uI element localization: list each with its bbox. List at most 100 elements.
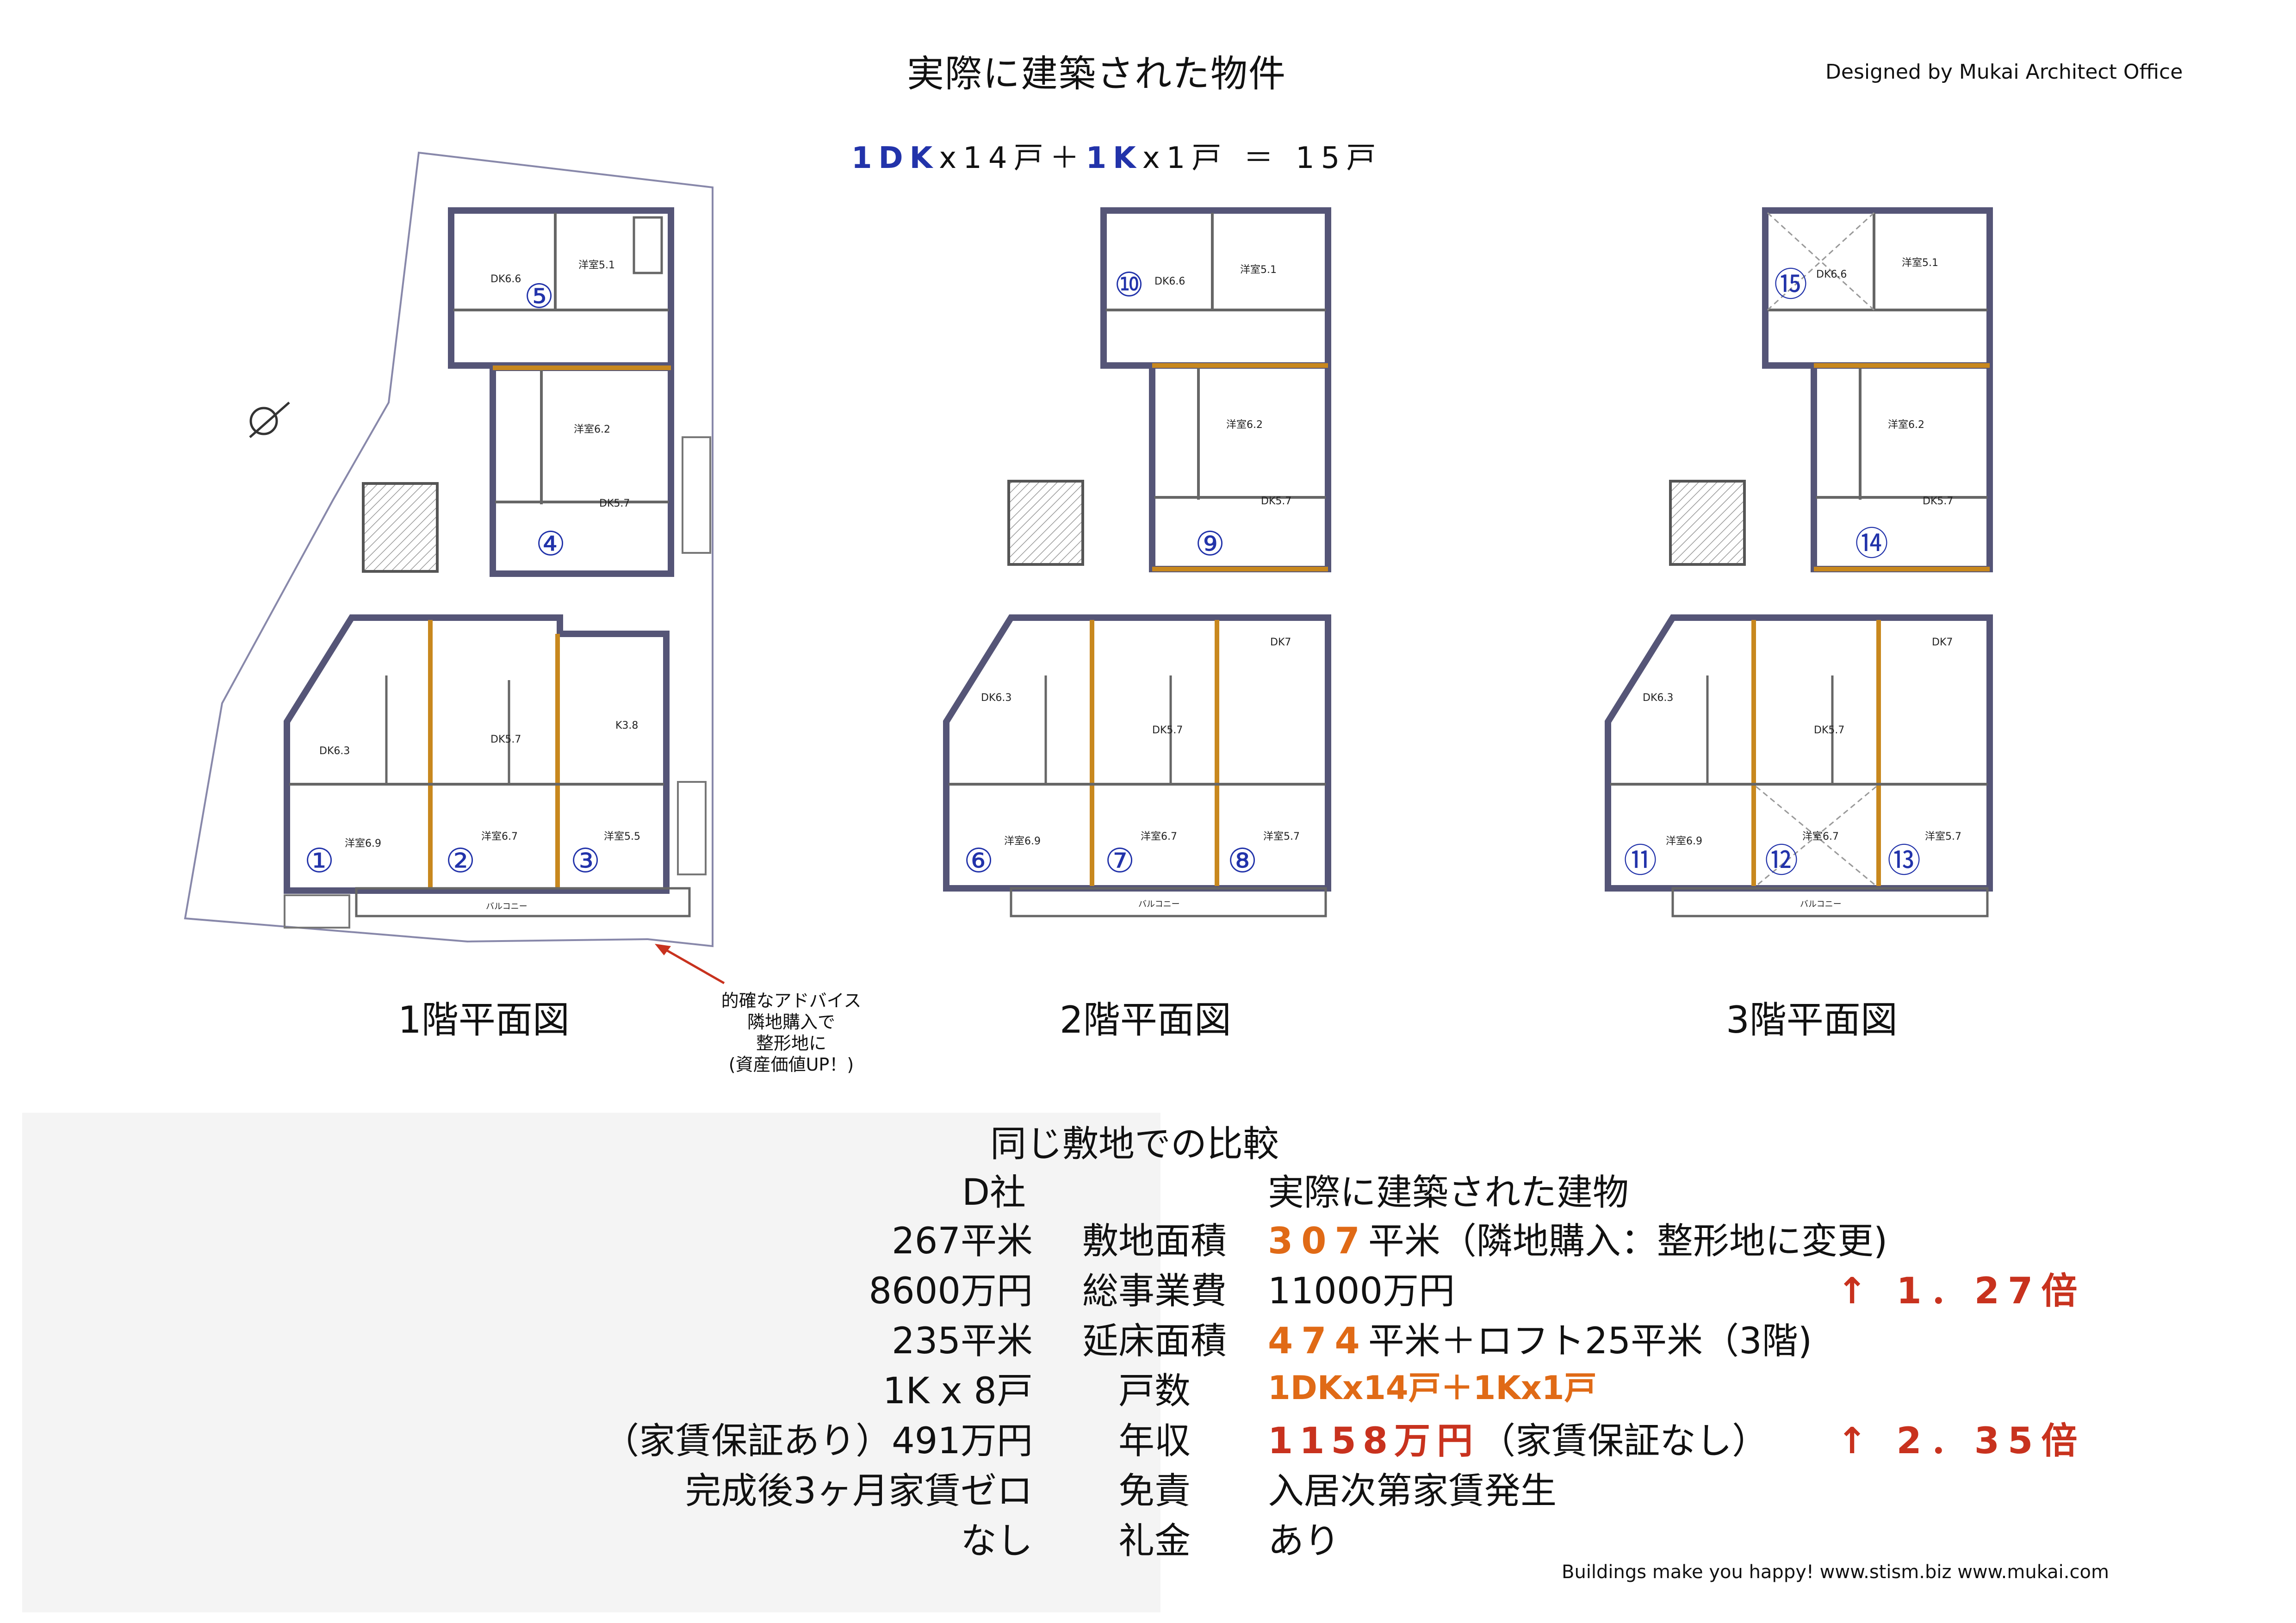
room-label: 洋室5.7 bbox=[1263, 831, 1300, 842]
room-label: DK7 bbox=[1270, 637, 1291, 648]
floor2-label: 2階平面図 bbox=[1060, 998, 1231, 1041]
unit-number: ⑤ bbox=[524, 277, 554, 316]
advice-line: 的確なアドバイス bbox=[721, 991, 862, 1011]
unit-5-walls bbox=[448, 207, 674, 369]
room-label: DK5.7 bbox=[1923, 496, 1953, 507]
floor3-label: 3階平面図 bbox=[1726, 998, 1898, 1041]
actual-value: 307平米（隣地購入：整形地に変更) bbox=[1268, 1212, 1887, 1264]
room-label: 洋室5.1 bbox=[1902, 257, 1938, 269]
room-label: DK5.7 bbox=[599, 498, 630, 509]
value-text: 平米＋ロフト25平米（3階) bbox=[1368, 1320, 1812, 1362]
unit-number: ⑨ bbox=[1195, 524, 1225, 563]
advice-note: 的確なアドバイス 隣地購入で 整形地に (資産価値UP！) bbox=[713, 990, 870, 1075]
comparison-row-exemption: 完成後3ヶ月家賃ゼロ 免責 入居次第家賃発生 bbox=[0, 1462, 2296, 1512]
unit-4-walls bbox=[490, 365, 674, 577]
actual-value: 1DKx14戸＋1Kx1戸 bbox=[1268, 1369, 1597, 1407]
comparison-row-income: （家賃保証あり）491万円 年収 1158万円（家賃保証なし） ↑ 2．35倍 bbox=[0, 1412, 2296, 1464]
ratio-increase: ↑ 2．35倍 bbox=[1837, 1420, 2086, 1462]
competitor-value: 完成後3ヶ月家賃ゼロ bbox=[685, 1470, 1033, 1512]
comparison-heading: 同じ敷地での比較 bbox=[990, 1123, 1279, 1165]
formula-1k: 1K bbox=[1086, 141, 1142, 175]
room-label: DK6.6 bbox=[1154, 276, 1185, 287]
designer-credit: Designed by Mukai Architect Office bbox=[1825, 60, 2183, 84]
actual-header: 実際に建築された建物 bbox=[1268, 1172, 1629, 1214]
formula-total: x1戸 ＝ 15戸 bbox=[1142, 141, 1383, 175]
ratio-increase: ↑ 1．27倍 bbox=[1837, 1270, 2086, 1312]
comparison-row-site-area: 267平米 敷地面積 307平米（隣地購入：整形地に変更) bbox=[0, 1212, 2296, 1264]
room-label: 洋室5.5 bbox=[604, 831, 640, 842]
room-label: DK6.3 bbox=[981, 692, 1011, 704]
compass-icon bbox=[249, 407, 278, 435]
unit-number: ⑫ bbox=[1765, 841, 1798, 880]
row-label: 年収 bbox=[1118, 1420, 1191, 1462]
room-label: DK6.6 bbox=[490, 273, 521, 285]
footer-links: Buildings make you happy! www.stism.biz … bbox=[1562, 1561, 2109, 1583]
floor1-label: 1階平面図 bbox=[398, 998, 570, 1041]
balcony-label: バルコニー bbox=[486, 902, 527, 911]
unit-number: ② bbox=[446, 841, 476, 880]
comparison-row-cost: 8600万円 総事業費 11000万円 ↑ 1．27倍 bbox=[0, 1262, 2296, 1312]
stair bbox=[362, 482, 439, 573]
room-label: DK6.6 bbox=[1816, 269, 1847, 280]
floor1-plan bbox=[184, 151, 725, 985]
actual-value: 474平米＋ロフト25平米（3階) bbox=[1268, 1312, 1812, 1364]
competitor-value: なし bbox=[960, 1520, 1033, 1562]
room-label: 洋室6.2 bbox=[574, 424, 610, 435]
room-label: 洋室6.2 bbox=[1226, 419, 1263, 431]
room-label: 洋室5.7 bbox=[1925, 831, 1961, 842]
room-label: 洋室6.7 bbox=[1141, 831, 1177, 842]
actual-value: あり bbox=[1268, 1520, 1340, 1562]
room-label: 洋室5.1 bbox=[1240, 264, 1277, 276]
room-label: DK6.3 bbox=[1643, 692, 1673, 704]
unit-number: ⑪ bbox=[1624, 841, 1657, 880]
site-boundary bbox=[184, 151, 714, 948]
page-title: 実際に建築された物件 bbox=[907, 52, 1286, 95]
row-label: 総事業費 bbox=[1082, 1270, 1227, 1312]
advice-line: 隣地購入で bbox=[747, 1012, 835, 1032]
floor2-plan bbox=[943, 207, 1331, 917]
actual-value: 入居次第家賃発生 bbox=[1268, 1470, 1557, 1512]
floor3-plan bbox=[1605, 207, 1993, 917]
competitor-header: D社 bbox=[962, 1172, 1026, 1214]
comparison-header-row: D社 実際に建築された建物 bbox=[0, 1164, 2296, 1214]
unit-formula: 1DKx14戸＋1Kx1戸 ＝ 15戸 bbox=[851, 134, 1382, 177]
formula-1dk: 1DK bbox=[851, 141, 939, 175]
competitor-value: 1K x 8戸 bbox=[882, 1370, 1033, 1412]
room-label: 洋室6.9 bbox=[345, 838, 381, 849]
room-label: DK6.3 bbox=[319, 745, 350, 757]
row-label: 礼金 bbox=[1118, 1520, 1191, 1562]
room-label: DK5.7 bbox=[1152, 725, 1183, 736]
balcony-label: バルコニー bbox=[1800, 899, 1842, 909]
row-label: 敷地面積 bbox=[1082, 1220, 1227, 1262]
actual-value: 1158万円（家賃保証なし） bbox=[1268, 1412, 1768, 1464]
unit-number: ① bbox=[304, 841, 335, 880]
competitor-value: 8600万円 bbox=[869, 1270, 1033, 1312]
unit-number: ⑦ bbox=[1105, 841, 1135, 880]
room-label: DK5.7 bbox=[1814, 725, 1844, 736]
room-label: 洋室6.9 bbox=[1004, 836, 1041, 847]
room-label: 洋室6.7 bbox=[1802, 831, 1839, 842]
row-label: 戸数 bbox=[1118, 1370, 1191, 1412]
row-label: 延床面積 bbox=[1082, 1320, 1227, 1362]
unit-number: ⑭ bbox=[1855, 524, 1888, 563]
balcony-label: バルコニー bbox=[1138, 899, 1180, 909]
value-text: 平米（隣地購入：整形地に変更) bbox=[1368, 1220, 1888, 1262]
unit-number: ⑮ bbox=[1774, 265, 1807, 304]
unit-number: ⑧ bbox=[1228, 841, 1258, 880]
room-label: 洋室5.1 bbox=[578, 260, 615, 271]
room-label: 洋室6.7 bbox=[481, 831, 518, 842]
competitor-value: 235平米 bbox=[892, 1320, 1033, 1362]
advice-line: 整形地に bbox=[756, 1033, 826, 1053]
competitor-value: （家賃保証あり）491万円 bbox=[603, 1420, 1033, 1462]
value-text: （家賃保証なし） bbox=[1479, 1420, 1769, 1462]
formula-1dk-count: x14戸＋ bbox=[939, 141, 1086, 175]
balcony bbox=[355, 887, 691, 917]
highlight-value: 307 bbox=[1268, 1220, 1368, 1262]
room-label: K3.8 bbox=[615, 720, 638, 731]
unit-number: ⑬ bbox=[1887, 841, 1921, 880]
row-label: 免責 bbox=[1118, 1470, 1191, 1512]
comparison-row-floor-area: 235平米 延床面積 474平米＋ロフト25平米（3階) bbox=[0, 1312, 2296, 1364]
room-label: DK5.7 bbox=[1261, 496, 1291, 507]
actual-value: 11000万円 bbox=[1268, 1270, 1455, 1312]
